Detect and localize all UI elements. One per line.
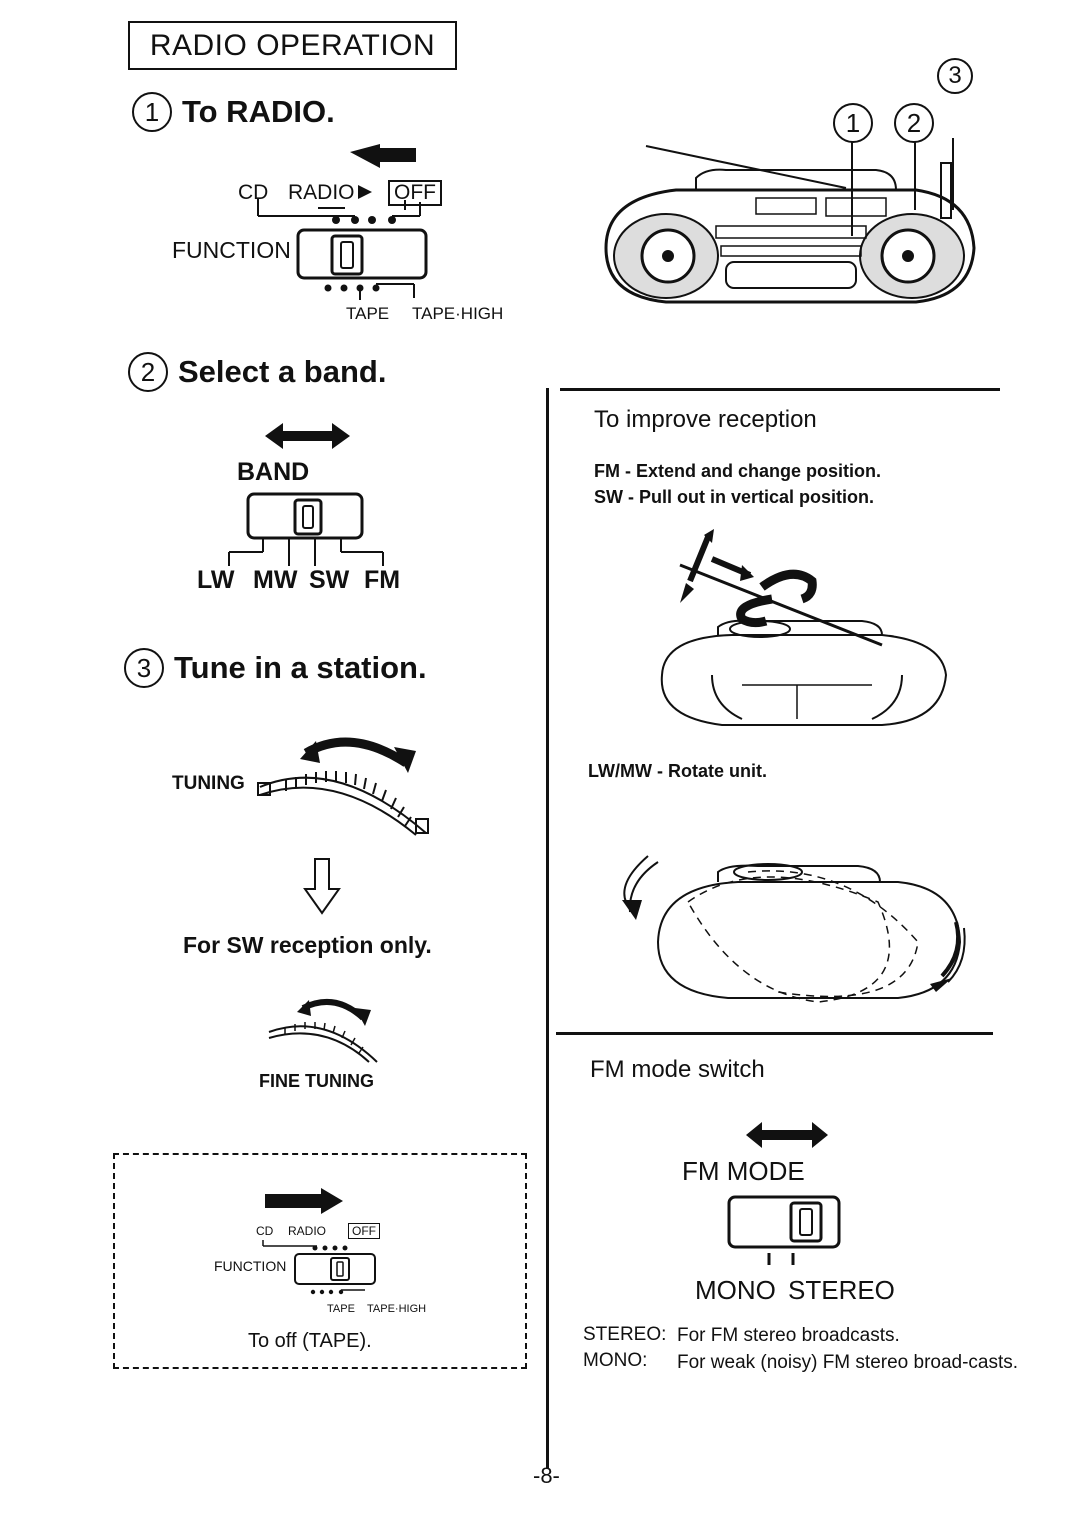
step-number: 1: [132, 92, 172, 132]
radio-label: RADIO: [288, 181, 355, 204]
to-off-caption: To off (TAPE).: [248, 1330, 372, 1352]
reception-sw-note: SW - Pull out in vertical position.: [594, 487, 875, 507]
play-arrow-icon: [358, 185, 372, 199]
fm-mono-label: MONO: [695, 1275, 776, 1305]
band-switch-diagram: [228, 492, 384, 566]
fm-mode-top-rule: [556, 1032, 993, 1035]
step-number: 3: [124, 648, 164, 688]
fine-tuning-label: FINE TUNING: [259, 1071, 374, 1091]
fm-double-arrow-icon: [746, 1122, 828, 1148]
tape-high-label: TAPE·HIGH: [412, 304, 504, 323]
legend-mono-text: For weak (noisy) FM stereo broad-casts.: [677, 1352, 1019, 1373]
cd-label: CD: [238, 181, 269, 204]
double-arrow-icon: [265, 423, 350, 449]
vertical-divider: [546, 388, 549, 1468]
band-sw: SW: [309, 566, 350, 594]
sw-note: For SW reception only.: [183, 932, 432, 958]
band-mw: MW: [253, 566, 298, 594]
small-tape-label: TAPE: [327, 1303, 355, 1315]
fm-mode-heading: FM mode switch: [590, 1056, 765, 1083]
right-arrow-icon: [265, 1188, 343, 1214]
legend-mono-key: MONO:: [583, 1350, 648, 1371]
callout-3: 3: [937, 58, 973, 94]
step-text: To RADIO.: [182, 94, 335, 129]
fm-mode-label: FM MODE: [682, 1156, 805, 1186]
reception-heading: To improve reception: [594, 406, 817, 433]
curved-arrow-icon: [303, 737, 409, 767]
fm-stereo-label: STEREO: [788, 1275, 895, 1305]
small-tape-high-label: TAPE·HIGH: [367, 1303, 427, 1315]
left-arrow-icon: [350, 144, 416, 168]
small-function-label: FUNCTION: [214, 1258, 287, 1274]
page-number: -8-: [533, 1463, 560, 1488]
reception-lwmw-note: LW/MW - Rotate unit.: [588, 761, 767, 781]
antenna-adjust-illustration: [660, 529, 948, 726]
step-number: 2: [128, 352, 168, 392]
callout-1: 1: [833, 103, 873, 143]
down-arrow-icon: [303, 858, 341, 915]
step-1-heading: 1 To RADIO.: [132, 92, 335, 132]
band-lw: LW: [197, 566, 235, 594]
boombox-illustration: [604, 138, 976, 304]
rotate-unit-illustration: [622, 855, 966, 1003]
small-radio-label: RADIO: [288, 1224, 327, 1238]
reception-top-rule: [560, 388, 1000, 391]
reception-fm-note: FM - Extend and change position.: [594, 461, 882, 481]
legend-stereo-text: For FM stereo broadcasts.: [677, 1325, 900, 1346]
function-switch-diagram: [257, 144, 428, 300]
band-label: BAND: [237, 458, 310, 486]
step-text: Select a band.: [178, 354, 387, 389]
legend-stereo-key: STEREO:: [583, 1324, 667, 1345]
small-off-label: OFF: [348, 1223, 380, 1239]
band-fm: FM: [364, 566, 401, 594]
step-text: Tune in a station.: [174, 650, 427, 685]
small-function-switch-diagram: [262, 1240, 376, 1295]
to-off-box: [113, 1153, 527, 1369]
step-2-heading: 2 Select a band.: [128, 352, 386, 392]
step-3-heading: 3 Tune in a station.: [124, 648, 427, 688]
off-label: OFF: [388, 180, 442, 206]
callout-2: 2: [894, 103, 934, 143]
tape-label: TAPE: [346, 304, 390, 323]
page-title: RADIO OPERATION: [128, 21, 457, 70]
function-label: FUNCTION: [172, 237, 291, 263]
small-cd-label: CD: [256, 1224, 274, 1238]
fm-mode-switch-diagram: [727, 1195, 841, 1265]
tuning-label: TUNING: [172, 773, 245, 794]
tuning-dial-diagram: [257, 737, 429, 836]
fine-tuning-dial-diagram: [268, 999, 378, 1063]
